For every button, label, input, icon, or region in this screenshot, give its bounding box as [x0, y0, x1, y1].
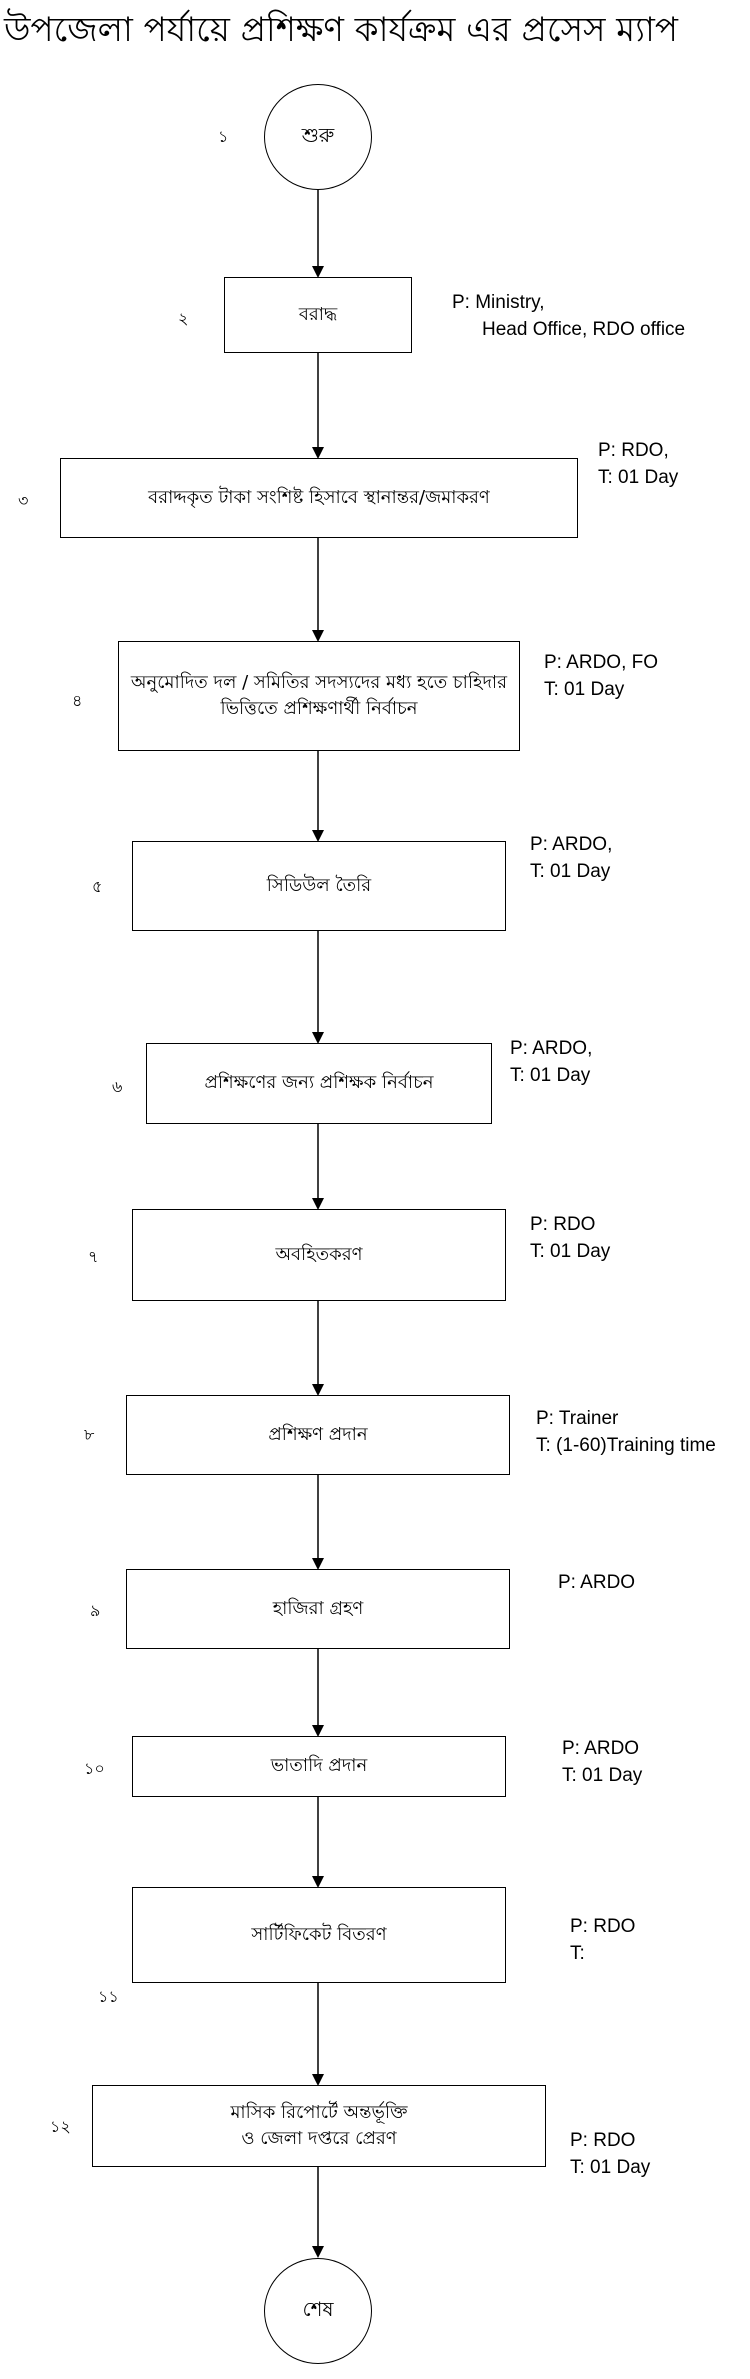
step-12-box: মাসিক রিপোর্টে অন্তর্ভূক্তি ও জেলা দপ্তর… — [92, 2085, 546, 2167]
step-number-9: ৯ — [90, 1601, 101, 1620]
step-9-annotation: P: ARDO — [558, 1570, 635, 1597]
step-9-label: হাজিরা গ্রহণ — [272, 1597, 364, 1619]
step-2-label: বরাদ্ধ — [298, 303, 338, 325]
step-10-label: ভাতাদি প্রদান — [270, 1755, 368, 1777]
step-9-performer: P: ARDO — [558, 1572, 636, 1593]
step-10-box: ভাতাদি প্রদান — [132, 1736, 506, 1797]
step-2-performer-cont: Head Office, RDO office — [482, 318, 686, 340]
step-number-4: ৪ — [72, 691, 83, 710]
step-2-box: বরাদ্ধ — [224, 277, 412, 353]
step-7-label: অবহিতকরণ — [275, 1243, 363, 1265]
step-5-label: সিডিউল তৈরি — [266, 874, 372, 896]
step-number-8: ৮ — [84, 1425, 95, 1444]
step-11-box: সার্টিফিকেট বিতরণ — [132, 1887, 506, 1983]
step-6-time: T: 01 Day — [510, 1064, 591, 1086]
step-3-performer: P: RDO, — [598, 440, 669, 461]
start-label: শুরু — [301, 122, 335, 147]
step-5-performer: P: ARDO, — [530, 834, 613, 855]
end-node: শেষ — [264, 2258, 372, 2364]
step-4-time: T: 01 Day — [544, 678, 625, 700]
step-8-performer: P: Trainer — [536, 1408, 619, 1429]
step-10-annotation: P: ARDO T: 01 Day — [562, 1736, 642, 1790]
step-8-box: প্রশিক্ষণ প্রদান — [126, 1395, 510, 1475]
step-12-label-line2: ও জেলা দপ্তরে প্রেরণ — [241, 2128, 397, 2149]
step-9-box: হাজিরা গ্রহণ — [126, 1569, 510, 1649]
step-12-performer: P: RDO — [570, 2130, 636, 2151]
step-number-6: ৬ — [112, 1077, 123, 1096]
step-11-time: T: — [570, 1942, 585, 1964]
step-7-box: অবহিতকরণ — [132, 1209, 506, 1301]
step-4-label: অনুমোদিত দল / সমিতির সদস্যদের মধ্য হতে চ… — [130, 671, 508, 719]
page-title: উপজেলা পর্যায়ে প্রশিক্ষণ কার্যক্রম এর প… — [4, 10, 678, 50]
step-number-1: ১ — [218, 127, 229, 146]
start-node: শুরু — [264, 84, 372, 190]
step-3-label: বরাদ্দকৃত টাকা সংশিষ্ট হিসাবে স্থানান্তর… — [148, 486, 490, 508]
step-6-box: প্রশিক্ষণের জন্য প্রশিক্ষক নির্বাচন — [146, 1043, 492, 1124]
step-7-annotation: P: RDO T: 01 Day — [530, 1212, 610, 1266]
step-8-label: প্রশিক্ষণ প্রদান — [268, 1423, 368, 1445]
step-number-3: ৩ — [18, 491, 29, 510]
step-2-annotation: P: Ministry, Head Office, RDO office — [452, 290, 685, 344]
step-5-time: T: 01 Day — [530, 860, 611, 882]
step-3-box: বরাদ্দকৃত টাকা সংশিষ্ট হিসাবে স্থানান্তর… — [60, 458, 578, 538]
step-12-time: T: 01 Day — [570, 2156, 651, 2178]
step-6-annotation: P: ARDO, T: 01 Day — [510, 1036, 592, 1090]
step-3-time: T: 01 Day — [598, 466, 679, 488]
step-3-annotation: P: RDO, T: 01 Day — [598, 438, 678, 492]
step-11-performer: P: RDO — [570, 1916, 636, 1937]
step-number-11: ১১ — [98, 1987, 119, 2006]
step-5-annotation: P: ARDO, T: 01 Day — [530, 832, 612, 886]
step-11-label: সার্টিফিকেট বিতরণ — [251, 1923, 387, 1945]
step-12-annotation: P: RDO T: 01 Day — [570, 2128, 650, 2182]
step-4-annotation: P: ARDO, FO T: 01 Day — [544, 650, 658, 704]
step-2-performer: P: Ministry, — [452, 292, 545, 313]
step-8-annotation: P: Trainer T: (1-60)Training time — [536, 1406, 716, 1460]
step-10-performer: P: ARDO — [562, 1738, 640, 1759]
step-8-time: T: (1-60)Training time — [536, 1434, 716, 1456]
step-10-time: T: 01 Day — [562, 1764, 643, 1786]
step-7-time: T: 01 Day — [530, 1240, 611, 1262]
step-5-box: সিডিউল তৈরি — [132, 841, 506, 931]
step-number-5: ৫ — [92, 877, 103, 896]
step-number-2: ২ — [178, 309, 189, 328]
step-number-7: ৭ — [88, 1247, 99, 1266]
step-7-performer: P: RDO — [530, 1214, 596, 1235]
step-4-box: অনুমোদিত দল / সমিতির সদস্যদের মধ্য হতে চ… — [118, 641, 520, 751]
step-6-label: প্রশিক্ষণের জন্য প্রশিক্ষক নির্বাচন — [204, 1072, 434, 1094]
step-6-performer: P: ARDO, — [510, 1038, 593, 1059]
step-4-performer: P: ARDO, FO — [544, 652, 659, 673]
step-11-annotation: P: RDO T: — [570, 1914, 635, 1968]
step-number-10: ১০ — [84, 1759, 105, 1778]
end-label: শেষ — [302, 2296, 334, 2321]
step-number-12: ১২ — [50, 2117, 71, 2136]
step-12-label-line1: মাসিক রিপোর্টে অন্তর্ভূক্তি — [230, 2101, 408, 2123]
